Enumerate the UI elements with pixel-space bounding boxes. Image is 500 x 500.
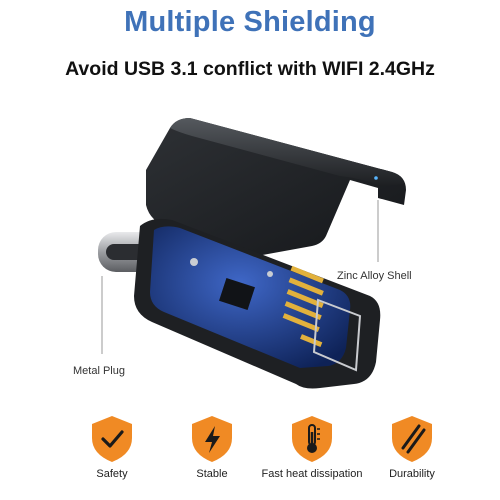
zinc-alloy-shell-label: Zinc Alloy Shell — [337, 270, 412, 282]
page-subtitle: Avoid USB 3.1 conflict with WIFI 2.4GHz — [65, 58, 435, 80]
metal-plug-label: Metal Plug — [73, 365, 125, 377]
feature-safety: Safety — [62, 412, 162, 492]
lightning-shield-icon — [192, 416, 232, 462]
diagonal-lines-shield-icon — [392, 416, 432, 462]
zinc-alloy-shell-cover — [146, 118, 406, 258]
feature-label: Stable — [196, 468, 228, 480]
page-title: Multiple Shielding — [124, 6, 376, 38]
adapter-body — [134, 218, 381, 389]
feature-label: Safety — [96, 468, 128, 480]
thermometer-shield-icon — [292, 416, 332, 462]
feature-badges: Safety Stable Fast heat dissipation Dura… — [62, 412, 462, 492]
feature-label: Fast heat dissipation — [261, 468, 363, 480]
checkmark-shield-icon — [92, 416, 132, 462]
feature-label: Durability — [389, 468, 435, 480]
feature-durability: Durability — [362, 412, 462, 492]
feature-heat: Fast heat dissipation — [262, 412, 362, 492]
feature-stable: Stable — [162, 412, 262, 492]
